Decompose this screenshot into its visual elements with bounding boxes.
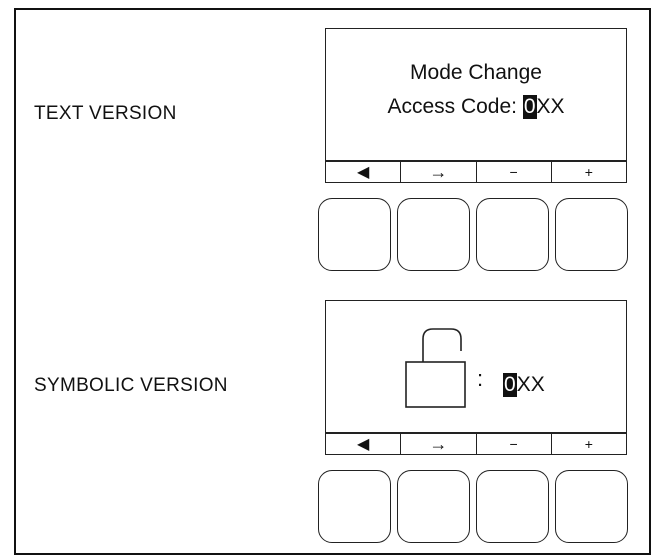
text-version-label: TEXT VERSION [34,103,177,124]
mode-change-title: Mode Change [410,61,542,84]
minus-key[interactable] [476,470,549,543]
symbolic-version-label: SYMBOLIC VERSION [34,375,228,396]
left-triangle-icon: ◀ [356,436,370,453]
softkey-label-next: → [400,162,475,182]
next-key[interactable] [397,470,470,543]
symbolic-softkey-labels: ◀ → − + [325,433,627,455]
softkey-label-plus: + [550,434,626,454]
next-key[interactable] [397,198,470,271]
minus-icon: − [509,436,518,452]
plus-key[interactable] [555,198,628,271]
softkey-label-minus: − [475,434,551,454]
access-code-line: Access Code: 0XX [326,95,626,119]
plus-key[interactable] [555,470,628,543]
colon-separator: : [477,366,484,391]
softkey-label-back: ◀ [326,434,400,454]
text-softkey-labels: ◀ → − + [325,161,627,183]
symbolic-code-cursor-digit: 0 [503,373,517,397]
back-key[interactable] [318,470,391,543]
code-cursor-digit: 0 [522,95,537,119]
plus-icon: + [584,164,593,180]
diagram-frame [14,8,651,555]
symbolic-code-remaining: XX [516,373,545,396]
plus-icon: + [584,436,593,452]
text-screen: Mode Change Access Code: 0XX [325,28,627,161]
minus-key[interactable] [476,198,549,271]
minus-icon: − [509,164,518,180]
softkey-label-plus: + [550,162,626,182]
symbolic-screen: : 0XX [325,300,627,433]
softkey-label-back: ◀ [326,162,400,182]
symbolic-code: 0XX [503,373,545,397]
back-key[interactable] [318,198,391,271]
left-triangle-icon: ◀ [356,164,370,181]
padlock-icon [405,328,466,408]
softkey-label-minus: − [475,162,551,182]
right-arrow-icon: → [429,433,448,454]
code-remaining: XX [536,95,565,118]
right-arrow-icon: → [429,161,448,182]
access-code-label: Access Code: [387,95,523,118]
softkey-label-next: → [400,434,475,454]
